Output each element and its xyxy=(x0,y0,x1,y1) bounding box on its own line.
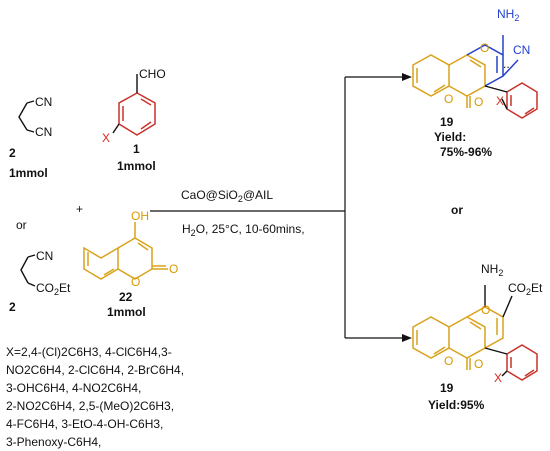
malononitrile-amount: 1mmol xyxy=(9,166,48,180)
coumarin-ring-o: O xyxy=(131,275,140,289)
or-label-products: or xyxy=(451,203,463,217)
top-pyranone-double xyxy=(469,59,482,68)
aldehyde-x-bond xyxy=(112,123,120,134)
top-yield-value: 75%-96% xyxy=(440,145,492,159)
hydroxycoumarin-number: 22 xyxy=(119,290,133,304)
catalyst-label: CaO@SiO2@AIL xyxy=(181,188,273,204)
cyanoacetate-bond xyxy=(27,254,36,258)
bottom-ester-bond xyxy=(502,295,513,318)
reaction-arrow xyxy=(150,73,412,342)
top-cn-label: CN xyxy=(513,43,530,57)
coumarin-benzene-ring xyxy=(83,246,119,280)
arrowhead-bottom-icon xyxy=(402,334,412,342)
bottom-x-label: X xyxy=(494,371,502,385)
top-nh2-label: NH2 xyxy=(497,7,519,23)
top-pyran-o: O xyxy=(480,41,489,55)
top-lactone-o: O xyxy=(444,92,453,106)
hydroxycoumarin-structure: OH O O xyxy=(83,209,178,289)
aldehyde-number: 1 xyxy=(133,142,140,156)
bottom-benzo-double xyxy=(433,346,446,355)
top-yield-label: Yield: xyxy=(434,130,466,144)
substituent-list: X=2,4-(Cl)2C6H3, 4-ClC6H4,3- NO2C6H4, 2-… xyxy=(6,345,184,449)
cyanoacetate-bonds xyxy=(20,256,29,284)
top-x-bond xyxy=(501,98,508,110)
or-label-reactants: or xyxy=(16,218,27,232)
substituent-line: 2-NO2C6H4, 2,5-(MeO)2C6H3, xyxy=(6,399,174,413)
top-dots: .. xyxy=(503,57,510,71)
cyanoacetate-cn: CN xyxy=(36,249,53,263)
top-benzo-ring xyxy=(412,54,450,97)
bottom-ester-label: CO2Et xyxy=(508,281,543,297)
aldehyde-ring xyxy=(118,92,156,136)
top-pyranone-ring xyxy=(448,54,486,97)
bottom-pyranone-ring xyxy=(448,316,486,359)
bottom-x-bond xyxy=(501,370,508,377)
malononitrile-bond xyxy=(26,100,35,104)
aldehyde-x-label: X xyxy=(102,131,110,145)
bottom-yield: Yield:95% xyxy=(428,398,485,412)
substituent-line: NO2C6H4, 2-ClC6H4, 2-BrC6H4, xyxy=(6,363,184,377)
coumarin-carbonyl-o: O xyxy=(169,262,178,276)
aldehyde-structure: CHO X xyxy=(102,67,166,145)
malononitrile-bond xyxy=(26,129,35,133)
top-aryl-link xyxy=(484,85,508,93)
aldehyde-ring-double xyxy=(140,121,152,130)
coumarin-pyranone-ring xyxy=(117,237,153,280)
bottom-benzo-ring xyxy=(412,316,450,359)
bottom-pyranone-double xyxy=(469,321,482,330)
substituent-line: 3-OHC6H4, 4-NO2C6H4, xyxy=(6,381,141,395)
malononitrile-cn-top: CN xyxy=(35,95,52,109)
cyanoacetate-bond xyxy=(27,282,36,287)
bottom-carbonyl-o: O xyxy=(474,357,483,371)
top-carbonyl-o: O xyxy=(474,95,483,109)
top-x-label: X xyxy=(496,94,504,108)
bottom-product-number: 19 xyxy=(440,381,454,395)
bottom-aryl-double xyxy=(524,369,535,377)
hydroxycoumarin-amount: 1mmol xyxy=(107,305,146,319)
top-aryl-double xyxy=(524,107,535,115)
product-top-structure: NH2 CN .. O O O X xyxy=(412,7,538,119)
conditions-label: H2O, 25°C, 10-60mins, xyxy=(182,222,305,238)
coumarin-c3c4-double xyxy=(137,242,149,251)
cyanoacetate-structure: CN CO2Et xyxy=(20,249,71,297)
product-bottom-structure: NH2 CO2Et O O O X xyxy=(412,262,543,385)
aldehyde-ring-double xyxy=(140,98,152,106)
cyanoacetate-ester: CO2Et xyxy=(36,281,71,297)
coumarin-oh-label: OH xyxy=(131,209,149,223)
bottom-aryl-link xyxy=(484,347,508,355)
bottom-nh2-label: NH2 xyxy=(481,262,503,278)
aldehyde-cho-label: CHO xyxy=(139,67,166,81)
substituent-line: 4-FC6H4, 3-EtO-4-OH-C6H3, xyxy=(6,417,163,431)
bottom-pyran-o: O xyxy=(481,303,490,317)
arrowhead-top-icon xyxy=(402,73,412,81)
top-cn-bond xyxy=(502,59,519,77)
malononitrile-structure: CN CN xyxy=(18,95,52,139)
malononitrile-number: 2 xyxy=(9,146,16,160)
plus-sign: + xyxy=(76,202,83,216)
substituent-line: 3-Phenoxy-C6H4, xyxy=(6,435,101,449)
coumarin-benzene-double xyxy=(103,268,115,276)
aldehyde-amount: 1mmol xyxy=(117,159,156,173)
malononitrile-cn-bottom: CN xyxy=(35,125,52,139)
cyanoacetate-number: 2 xyxy=(9,300,16,314)
top-benzo-double xyxy=(433,84,446,93)
malononitrile-bonds xyxy=(18,102,28,131)
bottom-lactone-o: O xyxy=(444,354,453,368)
substituent-line: X=2,4-(Cl)2C6H3, 4-ClC6H4,3- xyxy=(6,345,172,359)
top-product-number: 19 xyxy=(440,115,454,129)
